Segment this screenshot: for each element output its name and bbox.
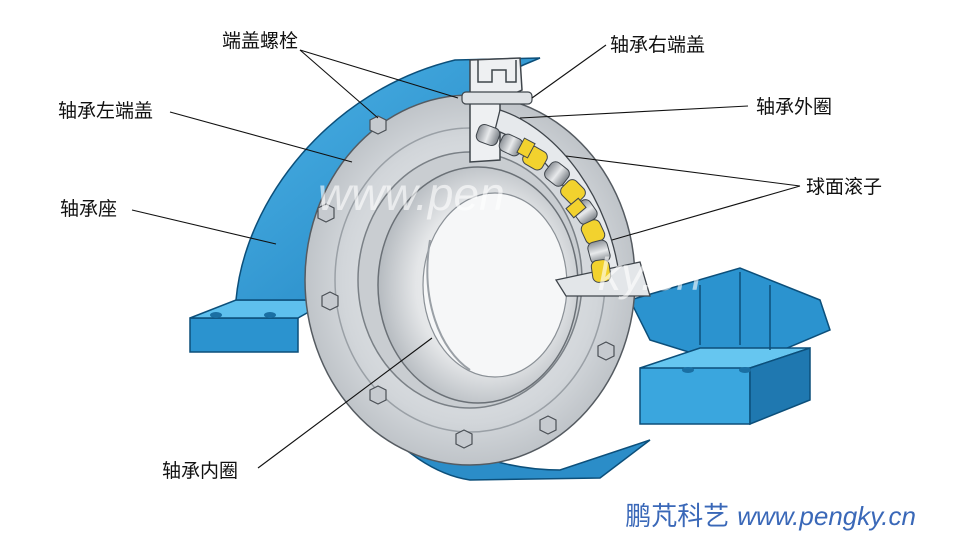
label-inner-ring: 轴承内圈 (162, 460, 239, 482)
label-end-cover-bolt: 端盖螺栓 (222, 30, 299, 52)
label-outer-ring: 轴承外圈 (756, 96, 833, 118)
bolt-head-icon (369, 385, 387, 405)
label-right-end-cover: 轴承右端盖 (610, 34, 706, 56)
leader-lines (131, 44, 801, 469)
bolt-head-icon (321, 291, 339, 311)
bolt-head-icon (369, 115, 387, 135)
bolt-head-icon (317, 203, 335, 223)
bolt-head-icon (455, 429, 473, 449)
watermark-line2: ky.cn (598, 248, 702, 300)
inner-ring (377, 166, 579, 404)
watermark: www.pen ky.cn (318, 168, 702, 300)
spherical-rollers (475, 123, 612, 283)
label-spherical-roller: 球面滚子 (806, 176, 883, 198)
footer-url: www.pengky.cn (737, 501, 916, 531)
cover-bolts (317, 115, 615, 449)
label-housing: 轴承座 (60, 198, 118, 220)
label-left-end-cover: 轴承左端盖 (58, 100, 154, 122)
watermark-line1: www.pen (318, 168, 505, 220)
bolt-head-icon (539, 415, 557, 435)
footer-brand-name: 鹏芃科艺 (625, 502, 730, 532)
bolt-head-icon (597, 341, 615, 361)
